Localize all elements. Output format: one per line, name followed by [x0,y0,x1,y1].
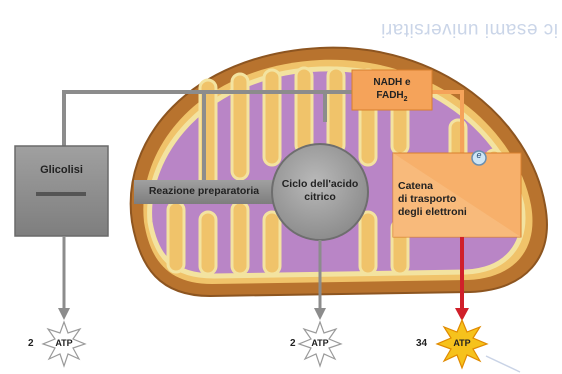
nadh-label-line2: FADH2 [352,89,432,106]
watermark-text: ic esami universitari [268,18,558,40]
glycolysis-box [15,146,108,236]
etc-label-line3: degli elettroni [398,206,498,219]
nadh-label-line1: NADH e [352,76,432,89]
atp-count-2: 2 [290,338,296,349]
glycolysis-label: Glicolisi [15,164,108,176]
etc-label-line1: Catena [398,180,498,193]
atp-label-1: ATP [52,338,76,348]
glycolysis-enzyme-bar [36,192,86,196]
etc-label-line2: di trasporto [398,193,498,206]
citric-cycle-label-line1: Ciclo dell'acido [274,178,366,191]
atp-count-3: 34 [416,338,427,349]
decor-line [486,356,520,372]
etc-label: Catena di trasporto degli elettroni [398,180,498,219]
electron-label: e [474,150,484,160]
prep-reaction-label: Reazione preparatoria [136,185,272,197]
atp-count-1: 2 [28,338,34,349]
atp-label-2: ATP [308,338,332,348]
fadh-subscript: 2 [404,96,408,103]
atp-label-3: ATP [450,338,474,348]
nadh-label: NADH e FADH2 [352,76,432,106]
citric-cycle-label-line2: citrico [274,191,366,204]
fadh-text: FADH [376,90,403,101]
citric-cycle-label: Ciclo dell'acido citrico [274,178,366,204]
